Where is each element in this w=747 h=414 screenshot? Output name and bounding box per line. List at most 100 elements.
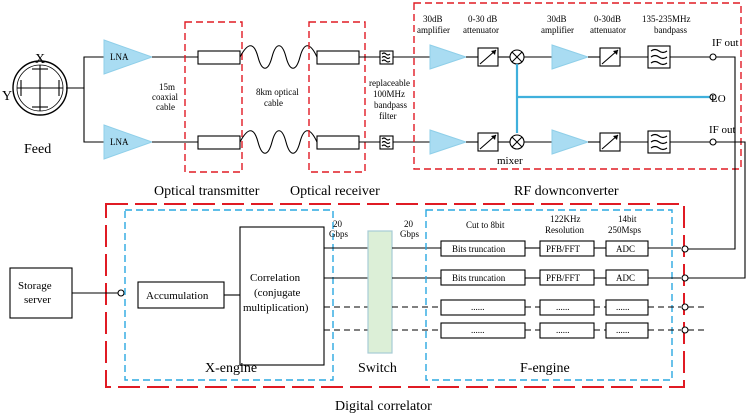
att1-text-2: attenuator <box>463 25 499 35</box>
transmitter-box-top <box>197 50 241 65</box>
coax-text-3: cable <box>156 102 175 112</box>
if-out-bottom-port <box>709 138 717 146</box>
feed-wire-y <box>66 87 104 143</box>
bits-truncation-row-2-label: Bits truncation <box>452 273 506 283</box>
fibre-coil-top <box>239 45 318 69</box>
bp-text-1: 135-235MHz <box>642 14 691 24</box>
mixer-label: mixer <box>497 155 523 167</box>
filter-text-2: 100MHz <box>373 89 405 99</box>
adc-spec-text-2: 250Msps <box>608 225 642 235</box>
accumulation-label: Accumulation <box>146 290 209 302</box>
correlation-text-3: multiplication) <box>243 302 309 314</box>
lna-top-label: LNA <box>110 52 129 62</box>
mixer-bottom <box>509 134 525 150</box>
feed-y-label: Y <box>2 89 12 104</box>
rf-amp2-top <box>551 44 590 70</box>
mixer-top <box>509 49 525 65</box>
amp1-text-1: 30dB <box>423 14 443 24</box>
f-engine-port-4 <box>681 326 689 334</box>
amp2-text-2: amplifier <box>541 25 574 35</box>
rf-amp1-top <box>429 44 468 70</box>
lo-label: LO <box>711 93 726 105</box>
gbps-left-text-1: 20 <box>333 219 343 229</box>
lo-port <box>709 93 717 101</box>
cut-label: Cut to 8bit <box>466 220 505 230</box>
optical-cable-text-1: 8km optical <box>256 87 299 97</box>
adc-spec-text-1: 14bit <box>618 214 637 224</box>
replaceable-filter-bottom <box>379 135 394 150</box>
correlation-text-2: (conjugate <box>254 287 301 299</box>
coax-text-2: coaxial <box>152 92 178 102</box>
rf-downconverter-frame <box>413 2 742 170</box>
feed-x-label: X <box>35 52 45 67</box>
correlation-text-1: Correlation <box>250 272 301 284</box>
filter-text-1: replaceable <box>369 78 410 88</box>
att2-text-1: 0-30dB <box>594 14 621 24</box>
f-engine-label: F-engine <box>520 361 570 376</box>
fibre-coil-bottom <box>239 130 318 154</box>
lna-bottom: LNA <box>103 124 154 160</box>
if-out-top-port <box>709 53 717 61</box>
adc-row-2-label: ADC <box>616 273 635 283</box>
x-engine-frame <box>124 209 334 381</box>
pfb-row-2-label: PFB/FFT <box>546 273 581 283</box>
accumulation-box <box>137 281 225 309</box>
f-engine-port-3 <box>681 303 689 311</box>
storage-server-box <box>9 267 73 319</box>
f-engine-port-1 <box>681 245 689 253</box>
lna-bottom-label: LNA <box>110 137 129 147</box>
ellipsis-row-3-label-3: ...... <box>616 302 630 312</box>
optical-receiver-label: Optical receiver <box>290 184 380 199</box>
ellipsis-row-4-label-1: ...... <box>471 325 485 335</box>
att1-text-1: 0-30 dB <box>468 14 497 24</box>
ellipsis-row-4-label-3: ...... <box>616 325 630 335</box>
replaceable-filter-top <box>379 50 394 65</box>
if-out-top-label: IF out <box>712 37 739 49</box>
gbps-left-text-2: Gbps <box>329 229 348 239</box>
storage-text-1: Storage <box>18 280 52 292</box>
adc-row-1-label: ADC <box>616 244 635 254</box>
rf-downconverter-label: RF downconverter <box>514 184 619 199</box>
feed-label: Feed <box>24 142 51 157</box>
if-out-bottom-label: IF out <box>709 124 736 136</box>
if-feed-line-2 <box>688 141 746 279</box>
amp1-text-2: amplifier <box>417 25 450 35</box>
correlation-box <box>239 226 325 366</box>
resolution-text-1: 122KHz <box>550 214 581 224</box>
optical-transmitter-frame <box>184 21 243 173</box>
storage-text-2: server <box>24 294 51 306</box>
optical-cable-text-2: cable <box>264 98 283 108</box>
rf-amp1-bottom <box>429 129 468 155</box>
amp2-text-1: 30dB <box>547 14 567 24</box>
transmitter-box-bottom <box>197 135 241 150</box>
bp-text-2: bandpass <box>654 25 687 35</box>
coax-text-1: 15m <box>159 82 175 92</box>
optical-receiver-frame <box>308 21 366 173</box>
rf-bandpass-top <box>647 45 671 69</box>
f-engine-frame <box>425 209 673 381</box>
switch-box <box>367 230 393 354</box>
filter-text-3: bandpass <box>374 100 407 110</box>
f-engine-port-2 <box>681 274 689 282</box>
bits-truncation-row-1-label: Bits truncation <box>452 244 506 254</box>
ellipsis-row-3-label-1: ...... <box>471 302 485 312</box>
rf-bandpass-bottom <box>647 130 671 154</box>
att2-text-2: attenuator <box>590 25 626 35</box>
digital-correlator-frame <box>105 203 685 388</box>
ellipsis-row-4-label-2: ...... <box>556 325 570 335</box>
resolution-text-2: Resolution <box>545 225 585 235</box>
receiver-box-top <box>316 50 360 65</box>
ellipsis-row-3-label-2: ...... <box>556 302 570 312</box>
feed-antenna <box>12 60 68 116</box>
optical-transmitter-label: Optical transmitter <box>154 184 260 199</box>
lna-top: LNA <box>103 39 154 75</box>
if-feed-line-1 <box>688 56 736 250</box>
gbps-right-text-2: Gbps <box>400 229 419 239</box>
feed-wire-x <box>66 56 104 89</box>
digital-correlator-label: Digital correlator <box>335 399 432 414</box>
receiver-box-bottom <box>316 135 360 150</box>
gbps-right-text-1: 20 <box>404 219 414 229</box>
rf-amp2-bottom <box>551 129 590 155</box>
pfb-row-1-label: PFB/FFT <box>546 244 581 254</box>
